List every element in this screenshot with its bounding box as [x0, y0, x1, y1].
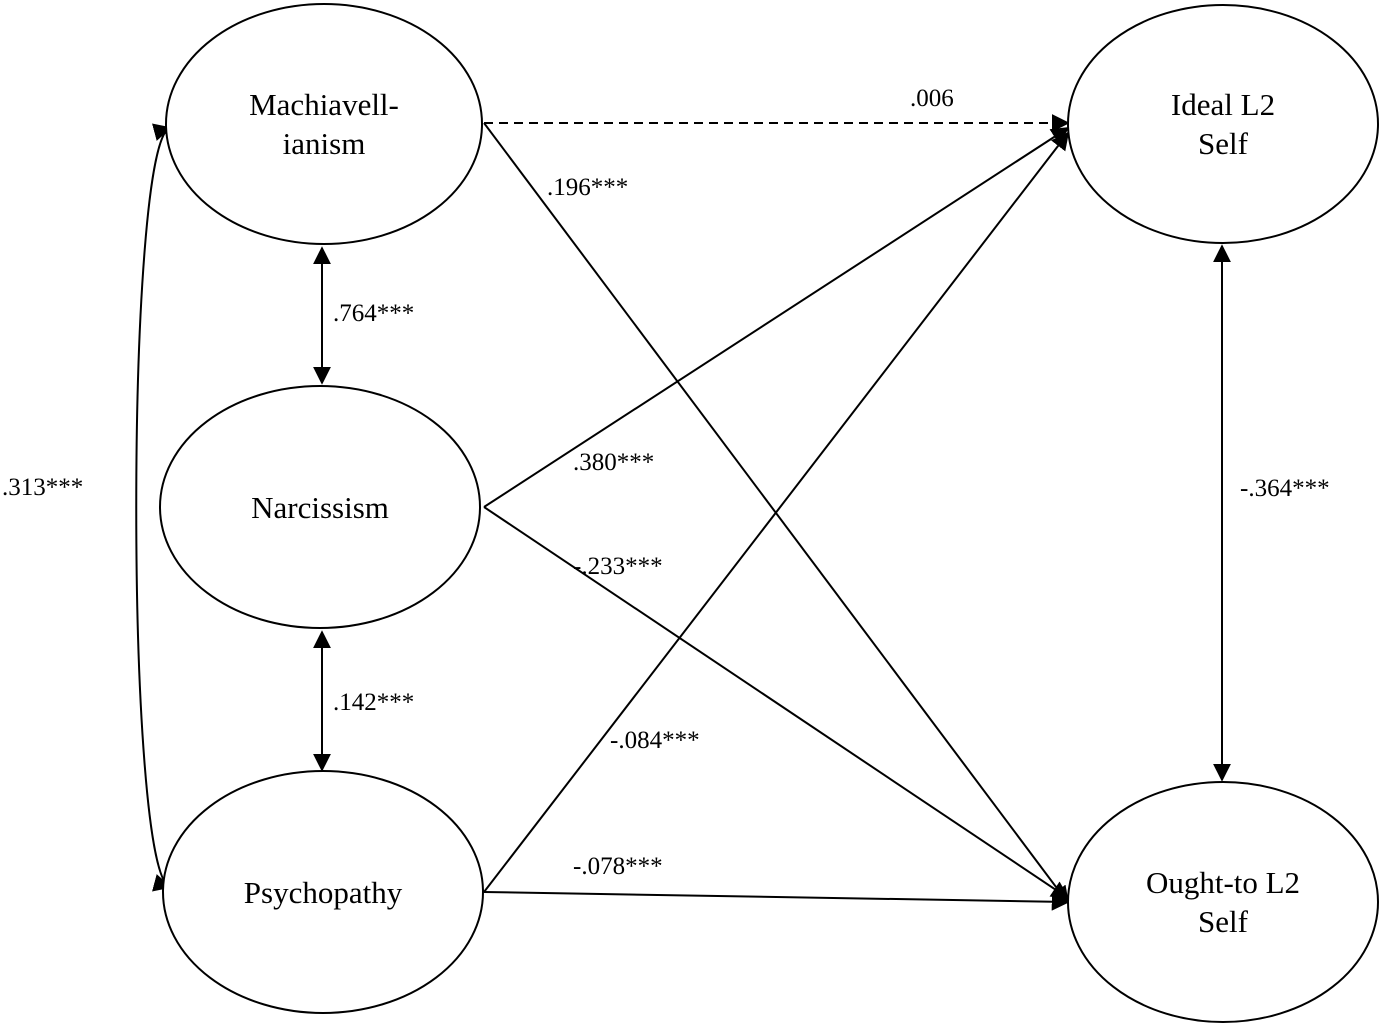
node-machiavellianism: Machiavell- ianism — [165, 3, 483, 245]
coef-ideal-ought: -.364*** — [1240, 475, 1330, 502]
coef-narc-ought: -.233*** — [573, 553, 663, 580]
node-label-line: Ideal L2 — [1171, 87, 1275, 122]
edge-psych-ideal — [483, 131, 1070, 893]
node-label-line: Psychopathy — [244, 875, 403, 910]
edge-psych-ought — [483, 891, 1070, 911]
node-narcissism: Narcissism — [159, 385, 481, 629]
corr-mach-psych — [135, 123, 172, 892]
node-label-line: Machiavell- — [249, 87, 399, 122]
coef-psych-ought: -.078*** — [573, 853, 663, 880]
node-label-line: Self — [1198, 904, 1249, 939]
node-ideal-l2-self: Ideal L2 Self — [1067, 4, 1379, 244]
node-label-line: Narcissism — [251, 490, 389, 525]
coef-mach-ought: .196*** — [547, 174, 628, 201]
coef-psych-ideal: -.084*** — [610, 727, 700, 754]
node-label-line: Ought-to L2 — [1146, 865, 1300, 900]
node-label-line: Self — [1198, 126, 1249, 161]
node-ought-to-l2-self: Ought-to L2 Self — [1067, 781, 1379, 1023]
node-label-line: ianism — [283, 126, 366, 161]
coef-mach-psych: .313*** — [2, 474, 83, 501]
node-psychopathy: Psychopathy — [162, 770, 484, 1014]
edge-narc-ideal — [483, 127, 1070, 508]
coef-mach-narc: .764*** — [333, 300, 414, 327]
coef-mach-ideal: .006 — [910, 85, 954, 112]
edge-narc-ought — [483, 506, 1070, 900]
coef-narc-ideal: .380*** — [573, 449, 654, 476]
coef-narc-psych: .142*** — [333, 689, 414, 716]
